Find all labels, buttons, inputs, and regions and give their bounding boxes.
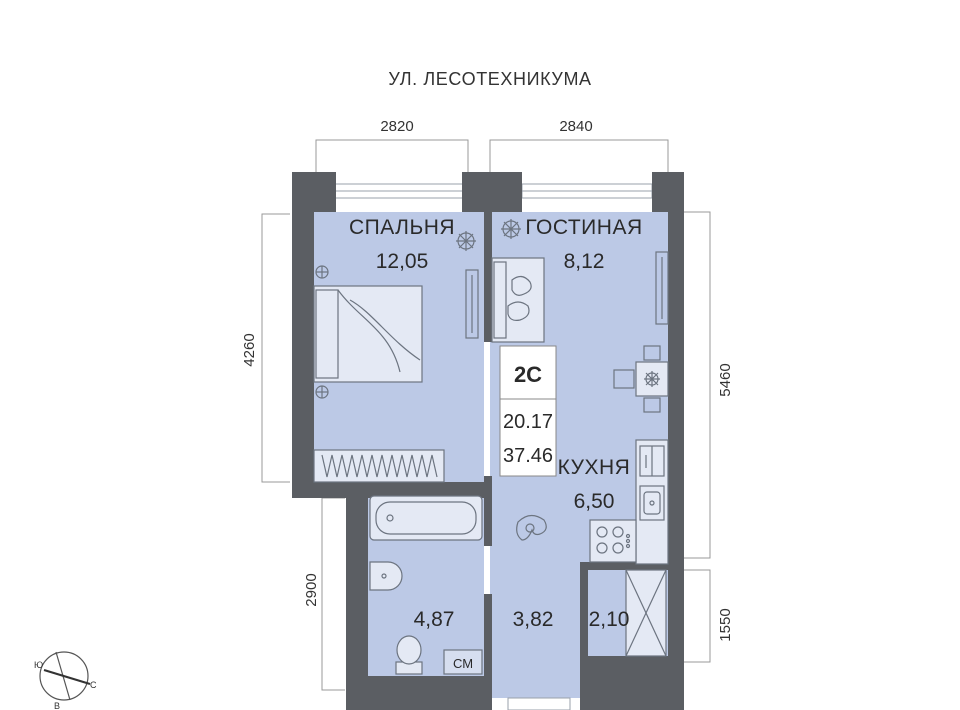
- compass-south-label: В: [54, 701, 60, 710]
- bedroom-name: СПАЛЬНЯ: [349, 216, 455, 239]
- top-dimension-lines: [315, 139, 669, 172]
- apartment-living-area: 20.17: [503, 411, 553, 433]
- tv-bedroom-icon: [465, 269, 479, 339]
- bathroom-sink-icon: [369, 561, 403, 591]
- sofa: [491, 257, 545, 343]
- plant-living-icon: [501, 219, 521, 239]
- tv-living-icon: [655, 251, 669, 325]
- bathroom-area: 4,87: [414, 608, 455, 631]
- dimension-right-lower: 1550: [717, 608, 734, 641]
- plant-bedroom-icon: [456, 231, 476, 251]
- street-label: УЛ. ЛЕСОТЕХНИКУМА: [388, 69, 591, 89]
- wardrobe: [313, 449, 445, 483]
- bedroom-area: 12,05: [376, 250, 429, 273]
- robot-vacuum-icon: [516, 514, 547, 541]
- fridge-icon: [639, 445, 665, 477]
- compass-west-label: Ю: [34, 660, 43, 670]
- apartment-info-box: [499, 345, 557, 477]
- bed: [313, 285, 423, 383]
- bathtub: [369, 495, 483, 541]
- sink-icon: [639, 485, 665, 521]
- compass-icon: [39, 651, 91, 701]
- storage-shelf: [625, 569, 667, 657]
- toilet-icon: [395, 635, 423, 675]
- hall-area: 3,82: [513, 608, 554, 631]
- nightstand-bottom-icon: [315, 385, 329, 399]
- entrance-door: [507, 697, 571, 710]
- living-name: ГОСТИНАЯ: [525, 216, 642, 239]
- hall-floor: [490, 566, 580, 698]
- washer-label: СМ: [453, 656, 473, 671]
- stove-icon: [596, 526, 631, 554]
- kitchen-name: КУХНЯ: [558, 456, 631, 479]
- kitchen-area: 6,50: [574, 490, 615, 513]
- nightstand-top-icon: [315, 265, 329, 279]
- dimension-left-upper: 4260: [241, 333, 258, 366]
- dimension-top-left: 2820: [380, 118, 413, 135]
- living-area: 8,12: [564, 250, 605, 273]
- dimension-top-right: 2840: [559, 118, 592, 135]
- apartment-type: 2С: [514, 362, 542, 387]
- dining-table: [613, 345, 669, 413]
- walls: [292, 172, 684, 710]
- compass-east-label: С: [90, 680, 97, 690]
- apartment-total-area: 37.46: [503, 445, 553, 467]
- washer-box: [443, 649, 483, 675]
- dimension-right-upper: 5460: [717, 363, 734, 396]
- dimension-left-lower: 2900: [303, 573, 320, 606]
- storage-area: 2,10: [589, 608, 630, 631]
